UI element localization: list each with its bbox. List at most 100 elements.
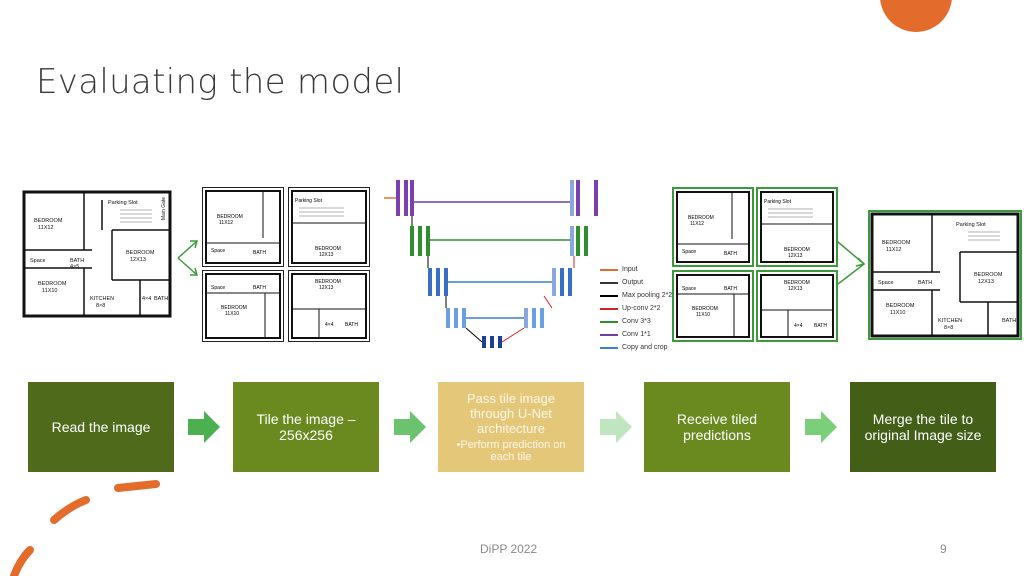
legend-swatch [600, 294, 618, 297]
tile4-bath: BATH [345, 322, 358, 328]
step-receive-predictions: Receive tiled predictions [644, 382, 790, 472]
footer-text: DiPP 2022 [480, 542, 538, 556]
step-merge-label: Merge the tile to original Image size [864, 411, 982, 443]
unet-level-4 [445, 295, 553, 328]
tile4-size: 12X13 [319, 285, 334, 291]
unet-level-2 [410, 216, 588, 256]
legend-label: Conv 1*1 [622, 331, 651, 338]
fp-bath-size: 4×5 [70, 264, 79, 270]
step-unet-label: Pass tile image through U-Net architectu… [466, 391, 556, 436]
step-read-image-label: Read the image [51, 419, 151, 435]
unet-diagram [384, 180, 598, 348]
otile1-bedroom: BEDROOM [688, 215, 714, 221]
merged-kitchen: KITCHEN [938, 318, 962, 324]
fp-kitchen-size: 8×8 [96, 303, 105, 309]
fp-bath2-label: BATH [154, 296, 168, 302]
merged-bedroom1-size: 11X12 [886, 247, 902, 253]
merge-arrows [837, 241, 866, 285]
fp-parking-label: Parking Slot [108, 200, 138, 206]
merged-bedroom2: BEDROOM [974, 272, 1003, 278]
tile2-size: 12X13 [319, 252, 334, 258]
legend-swatch [600, 307, 618, 310]
merged-bedroom3: BEDROOM [886, 303, 915, 309]
merged-space: Space [878, 280, 894, 286]
page-number: 9 [940, 542, 947, 556]
step-tile-image-label: Tile the image – 256x256 [256, 411, 356, 443]
step-arrow-2 [394, 411, 426, 443]
legend-swatch [600, 268, 618, 271]
tile4-small: 4×4 [325, 322, 334, 328]
tile1-bath: BATH [253, 250, 266, 256]
step-unet-bullet: •Perform prediction on each tile [456, 439, 566, 463]
otile1-size: 11X12 [690, 221, 704, 227]
fp-bath-label: BATH [70, 258, 84, 264]
otile2-parking: Parking Slot [764, 199, 792, 205]
legend-swatch [600, 281, 618, 284]
merged-bedroom3-size: 11X10 [890, 310, 906, 316]
merged-parking: Parking Slot [956, 222, 986, 228]
fp-gate-label: Main Gate [161, 197, 167, 220]
legend-item: Conv 1*1 [600, 328, 672, 341]
legend-item: Input [600, 263, 672, 276]
tile1-size: 11X12 [219, 220, 233, 226]
output-tile-3: Space BATH BEDROOM 11X10 [672, 270, 754, 342]
legend-label: Copy and crop [622, 344, 668, 351]
unet-bottleneck [465, 327, 525, 348]
unet-level-3 [427, 256, 575, 296]
tile4-bedroom: BEDROOM [315, 279, 341, 285]
otile1-bath: BATH [724, 251, 737, 257]
input-tile-4: BEDROOM 12X13 4×4 BATH [288, 270, 370, 342]
legend-label: Up-conv 2*2 [622, 305, 661, 312]
tile3-bath: BATH [253, 285, 266, 291]
fp-bedroom2-label: BEDROOM [126, 250, 155, 256]
otile3-bath: BATH [724, 286, 737, 292]
input-tile-1: BEDROOM 11X12 Space BATH [202, 187, 284, 267]
fp-bedroom3-size: 11X10 [42, 288, 58, 294]
otile3-space: Space [682, 286, 696, 292]
legend-item: Up-conv 2*2 [600, 302, 672, 315]
tile1-space: Space [211, 248, 225, 254]
step-read-image: Read the image [28, 382, 174, 472]
merged-bedroom2-size: 12X13 [978, 279, 994, 285]
legend-swatch [600, 333, 618, 336]
fp-kitchen-label: KITCHEN [90, 296, 114, 302]
tile2-parking: Parking Slot [295, 198, 323, 204]
legend-item: Conv 3*3 [600, 315, 672, 328]
fp-space-label: Space [30, 258, 46, 264]
step-unet-prediction: Pass tile image through U-Net architectu… [438, 382, 584, 472]
tile2-bedroom: BEDROOM [315, 246, 341, 252]
legend-item: Max pooling 2*2 [600, 289, 672, 302]
legend-label: Output [622, 279, 644, 286]
split-arrows [177, 240, 198, 276]
legend-label: Max pooling 2*2 [622, 292, 673, 299]
original-floorplan-image: BEDROOM 11X12 BEDROOM 12X13 BEDROOM 11X1… [22, 190, 172, 318]
input-tile-3: Space BATH BEDROOM 11X10 [202, 270, 284, 342]
legend-item: Copy and crop [600, 341, 672, 354]
merged-bath2: BATH [1002, 318, 1016, 324]
fp-bedroom-size: 11X12 [38, 225, 54, 231]
otile3-bedroom: BEDROOM [692, 306, 718, 312]
fp-small-label: 4×4 [142, 296, 151, 302]
unet-level-1 [384, 180, 598, 216]
output-tile-2: Parking Slot BEDROOM 12X13 [756, 187, 838, 267]
otile2-bedroom: BEDROOM [784, 247, 810, 253]
merged-kitchen-size: 8×8 [944, 325, 953, 331]
slide-title: Evaluating the model [36, 62, 405, 102]
merged-bath: BATH [918, 280, 932, 286]
tile3-size: 11X10 [225, 311, 239, 317]
step-receive-label: Receive tiled predictions [676, 411, 758, 443]
legend-swatch [600, 320, 618, 323]
step-arrow-4 [805, 411, 837, 443]
otile2-size: 12X13 [788, 253, 803, 259]
tile3-space: Space [211, 285, 225, 291]
tile1-bedroom: BEDROOM [217, 214, 243, 220]
merged-bedroom1: BEDROOM [882, 240, 911, 246]
output-tile-1: BEDROOM 11X12 Space BATH [672, 187, 754, 267]
legend-swatch [600, 346, 618, 349]
step-merge-tiles: Merge the tile to original Image size [850, 382, 996, 472]
decorative-circle [880, 0, 952, 32]
otile4-small: 4×4 [794, 323, 803, 329]
legend-label: Conv 3*3 [622, 318, 651, 325]
step-arrow-3 [600, 411, 632, 443]
